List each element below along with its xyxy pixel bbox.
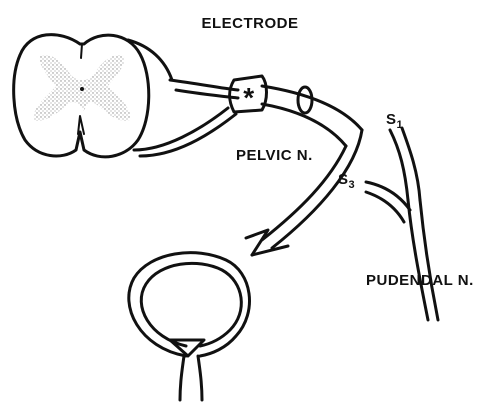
pudendal-nerve-label: PUDENDAL N. xyxy=(366,272,474,289)
nerve-roots xyxy=(128,40,238,156)
pelvic-nerve-label: PELVIC N. xyxy=(236,147,313,164)
electrode-label: ELECTRODE xyxy=(201,15,298,32)
spinal-cord-cross-section xyxy=(14,35,149,157)
bladder xyxy=(129,253,250,400)
s3-label: S3 xyxy=(338,171,355,191)
electrode-site: * xyxy=(230,76,267,113)
pelvic-nerve-trunk xyxy=(262,86,362,146)
electrode-symbol: * xyxy=(243,82,254,113)
s1-label: S1 xyxy=(386,111,403,131)
sacral-roots xyxy=(366,128,438,320)
